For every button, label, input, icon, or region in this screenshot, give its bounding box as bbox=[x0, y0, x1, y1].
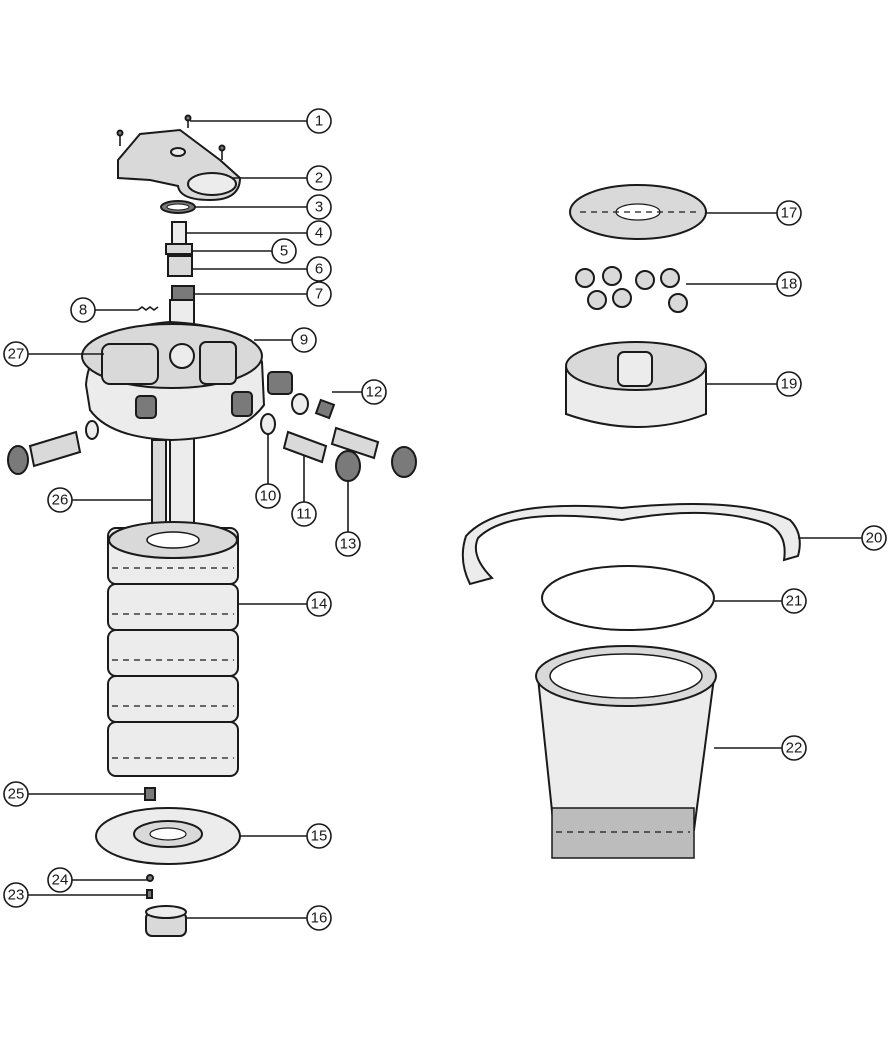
callout-4: 4 bbox=[306, 220, 332, 246]
lid-housing-part bbox=[81, 320, 266, 442]
callout-3: 3 bbox=[306, 194, 332, 220]
gasket-part bbox=[260, 413, 276, 435]
callout-14: 14 bbox=[306, 591, 332, 617]
callout-17: 17 bbox=[776, 200, 802, 226]
svg-text:20: 20 bbox=[866, 530, 883, 547]
svg-text:16: 16 bbox=[311, 910, 328, 927]
cap-part bbox=[145, 905, 187, 937]
svg-text:8: 8 bbox=[79, 302, 87, 319]
clamp-band-part bbox=[461, 503, 801, 586]
callout-5: 5 bbox=[271, 238, 297, 264]
small-pin-part bbox=[146, 889, 153, 899]
hose-tail-part bbox=[282, 430, 328, 464]
callout-25: 25 bbox=[3, 781, 29, 807]
svg-text:25: 25 bbox=[8, 786, 25, 803]
svg-text:19: 19 bbox=[781, 376, 798, 393]
callout-23: 23 bbox=[3, 882, 29, 908]
svg-text:13: 13 bbox=[340, 536, 357, 553]
callout-19: 19 bbox=[776, 371, 802, 397]
nipple-part bbox=[144, 787, 156, 801]
svg-text:17: 17 bbox=[781, 205, 798, 222]
hose-tail-left bbox=[7, 420, 99, 475]
svg-text:7: 7 bbox=[315, 286, 323, 303]
filter-balls-part bbox=[575, 266, 688, 313]
callout-6: 6 bbox=[306, 256, 332, 282]
screw-part bbox=[116, 114, 226, 160]
clip-part bbox=[314, 398, 336, 420]
small-ring-part bbox=[146, 874, 154, 882]
svg-text:10: 10 bbox=[260, 488, 277, 505]
basket-part bbox=[565, 341, 707, 428]
callout-11: 11 bbox=[291, 501, 317, 527]
callout-24: 24 bbox=[47, 867, 73, 893]
svg-text:1: 1 bbox=[315, 113, 323, 130]
top-cover-part bbox=[117, 128, 242, 202]
callout-13: 13 bbox=[335, 531, 361, 557]
container-part bbox=[535, 645, 717, 859]
callout-18: 18 bbox=[776, 271, 802, 297]
svg-text:12: 12 bbox=[366, 384, 383, 401]
base-plate-part bbox=[95, 807, 241, 865]
callout-2: 2 bbox=[306, 165, 332, 191]
callout-20: 20 bbox=[861, 525, 887, 551]
callout-8: 8 bbox=[70, 297, 96, 323]
leader-lines bbox=[28, 120, 862, 919]
svg-text:26: 26 bbox=[52, 492, 69, 509]
callout-26: 26 bbox=[47, 487, 73, 513]
svg-text:15: 15 bbox=[311, 828, 328, 845]
callout-16: 16 bbox=[306, 905, 332, 931]
svg-text:5: 5 bbox=[280, 243, 288, 260]
seal-ring-part bbox=[541, 565, 715, 631]
svg-text:6: 6 bbox=[315, 261, 323, 278]
nut-part bbox=[330, 426, 417, 482]
shaft-parts bbox=[165, 221, 195, 301]
svg-text:21: 21 bbox=[786, 593, 803, 610]
svg-text:24: 24 bbox=[52, 872, 69, 889]
callout-7: 7 bbox=[306, 281, 332, 307]
spring-part bbox=[137, 306, 159, 311]
grid-plate-part bbox=[569, 184, 707, 240]
svg-text:14: 14 bbox=[311, 596, 328, 613]
svg-text:2: 2 bbox=[315, 170, 323, 187]
callout-27: 27 bbox=[3, 341, 29, 367]
callout-15: 15 bbox=[306, 823, 332, 849]
svg-text:4: 4 bbox=[315, 225, 323, 242]
svg-text:11: 11 bbox=[296, 506, 312, 523]
svg-text:23: 23 bbox=[8, 887, 25, 904]
svg-text:27: 27 bbox=[8, 346, 25, 363]
svg-text:18: 18 bbox=[781, 276, 798, 293]
svg-text:9: 9 bbox=[300, 332, 308, 349]
callout-9: 9 bbox=[291, 327, 317, 353]
callout-10: 10 bbox=[255, 483, 281, 509]
callout-22: 22 bbox=[781, 735, 807, 761]
callout-12: 12 bbox=[361, 379, 387, 405]
svg-text:3: 3 bbox=[315, 199, 323, 216]
lid-connectors bbox=[135, 371, 293, 419]
svg-text:22: 22 bbox=[786, 740, 803, 757]
callout-21: 21 bbox=[781, 588, 807, 614]
callout-1: 1 bbox=[306, 108, 332, 134]
filter-stack-part bbox=[107, 521, 239, 777]
